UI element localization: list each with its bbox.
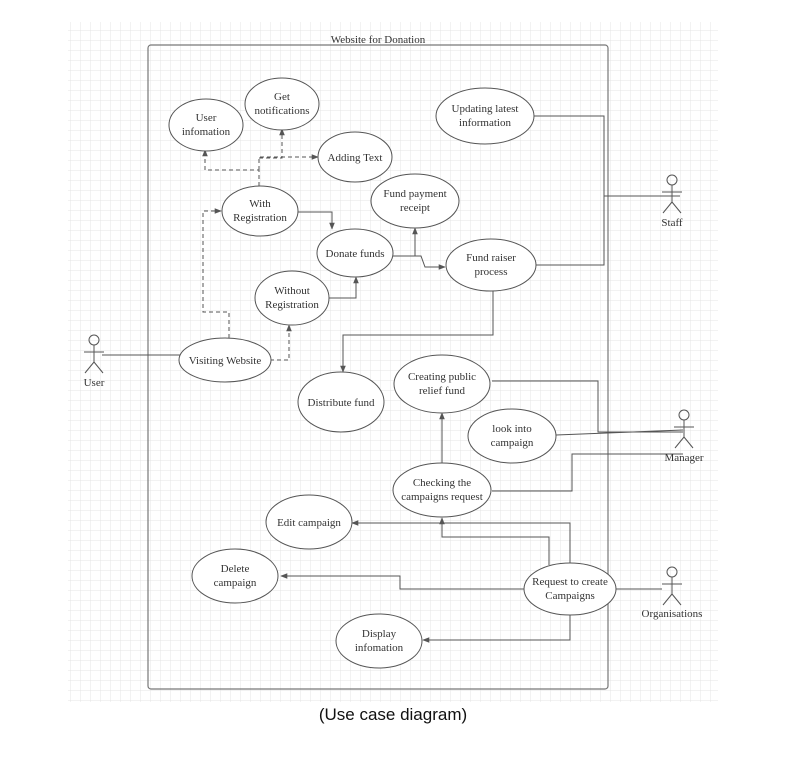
actor-label-user: User	[84, 377, 105, 389]
actor-staff: Staff	[661, 174, 683, 229]
actor-manager: Manager	[664, 409, 704, 464]
use-case-visiting-website: Visiting Website	[178, 337, 272, 383]
withoutreg-to-donate	[326, 276, 359, 299]
visiting-to-withreg-dashed	[202, 208, 230, 338]
use-case-label: Registration	[233, 212, 287, 224]
system-boundary	[147, 44, 609, 690]
use-case-edit-campaign: Edit campaign	[265, 494, 353, 550]
use-case-label: Fund payment	[383, 188, 446, 200]
use-case-label: With	[249, 198, 271, 210]
figure-caption: (Use case diagram)	[318, 705, 468, 724]
use-case-label: notifications	[255, 105, 310, 117]
request-to-delete	[280, 573, 525, 590]
use-case-adding-text: Adding Text	[317, 131, 393, 183]
use-case-label: Edit campaign	[277, 517, 341, 529]
stick-figure-icon	[662, 174, 682, 214]
use-case-label: Donate funds	[326, 248, 385, 260]
use-case-label: campaigns request	[401, 491, 483, 503]
use-case-look-into-campaign: look into campaign	[467, 408, 557, 464]
use-case-creating-public-relief-fund: Creating public relief fund	[393, 354, 491, 414]
use-case-label: infomation	[355, 642, 404, 654]
use-case-donate-funds: Donate funds	[316, 228, 394, 278]
visiting-to-withoutreg-dashed	[270, 324, 292, 361]
use-case-label: Delete	[221, 563, 250, 575]
grid-background	[68, 22, 718, 702]
use-case-label: Updating latest	[452, 103, 519, 115]
use-case-checking-campaigns-request: Checking the campaigns request	[392, 462, 492, 518]
withreg-to-donate	[298, 211, 335, 230]
use-case-updating-latest-information: Updating latest information	[435, 87, 535, 145]
use-case-get-notifications: Get notifications	[244, 77, 320, 131]
actor-label-staff: Staff	[661, 217, 683, 229]
use-case-label: relief fund	[419, 385, 466, 397]
request-to-checking	[439, 517, 550, 565]
use-case-fund-raiser-process: Fund raiser process	[445, 238, 537, 292]
stick-figure-icon	[84, 334, 104, 374]
use-case-label: receipt	[400, 202, 430, 214]
use-case-label: Fund raiser	[466, 252, 516, 264]
use-case-label: Creating public	[408, 371, 476, 383]
use-case-label: process	[475, 266, 508, 278]
use-case-label: campaign	[214, 577, 257, 589]
boundary-title: Website for Donation	[331, 34, 426, 46]
request-to-display	[422, 613, 571, 643]
use-case-label: Campaigns	[545, 590, 595, 602]
withreg-to-userinfo-dashed	[202, 149, 260, 186]
use-case-delete-campaign: Delete campaign	[191, 548, 279, 604]
use-case-without-registration: Without Registration	[254, 270, 330, 326]
use-case-label: Without	[274, 285, 310, 297]
use-case-distribute-fund: Distribute fund	[297, 371, 385, 433]
use-case-label: look into	[492, 423, 532, 435]
use-case-label: User	[196, 112, 217, 124]
stick-figure-icon	[662, 566, 682, 606]
use-case-label: infomation	[182, 126, 231, 138]
use-case-label: Checking the	[413, 477, 471, 489]
actor-label-organisations: Organisations	[642, 608, 703, 620]
manager-lookinto-line	[555, 429, 684, 436]
withreg-to-notifications-dashed	[259, 128, 285, 159]
use-case-fund-payment-receipt: Fund payment receipt	[370, 173, 460, 229]
use-case-label: Request to create	[532, 576, 608, 588]
use-case-label: information	[459, 117, 511, 129]
donate-to-fundraiser	[393, 255, 446, 270]
manager-checking-line	[492, 453, 683, 492]
use-case-label: Get	[274, 91, 290, 103]
use-case-user-information: User infomation	[168, 98, 244, 152]
use-case-label: Distribute fund	[308, 397, 375, 409]
stick-figure-icon	[674, 409, 694, 449]
use-case-label: Visiting Website	[189, 355, 262, 367]
fundraiser-to-distribute	[340, 290, 494, 373]
use-case-with-registration: With Registration	[221, 185, 299, 237]
use-case-request-to-create-campaigns: Request to create Campaigns	[523, 562, 617, 616]
use-case-label: Display	[362, 628, 397, 640]
actor-organisations: Organisations	[642, 566, 703, 620]
use-case-label: campaign	[491, 437, 534, 449]
staff-updating-line	[534, 115, 680, 197]
use-case-display-information: Display infomation	[335, 613, 423, 669]
actor-user: User	[84, 334, 105, 389]
request-to-edit	[351, 520, 571, 565]
withreg-to-addingtext-dashed	[258, 154, 319, 170]
use-case-label: Adding Text	[328, 152, 383, 164]
connectors	[102, 115, 684, 643]
actor-label-manager: Manager	[664, 452, 703, 464]
staff-fundraiser-line	[536, 196, 605, 266]
use-case-label: Registration	[265, 299, 319, 311]
